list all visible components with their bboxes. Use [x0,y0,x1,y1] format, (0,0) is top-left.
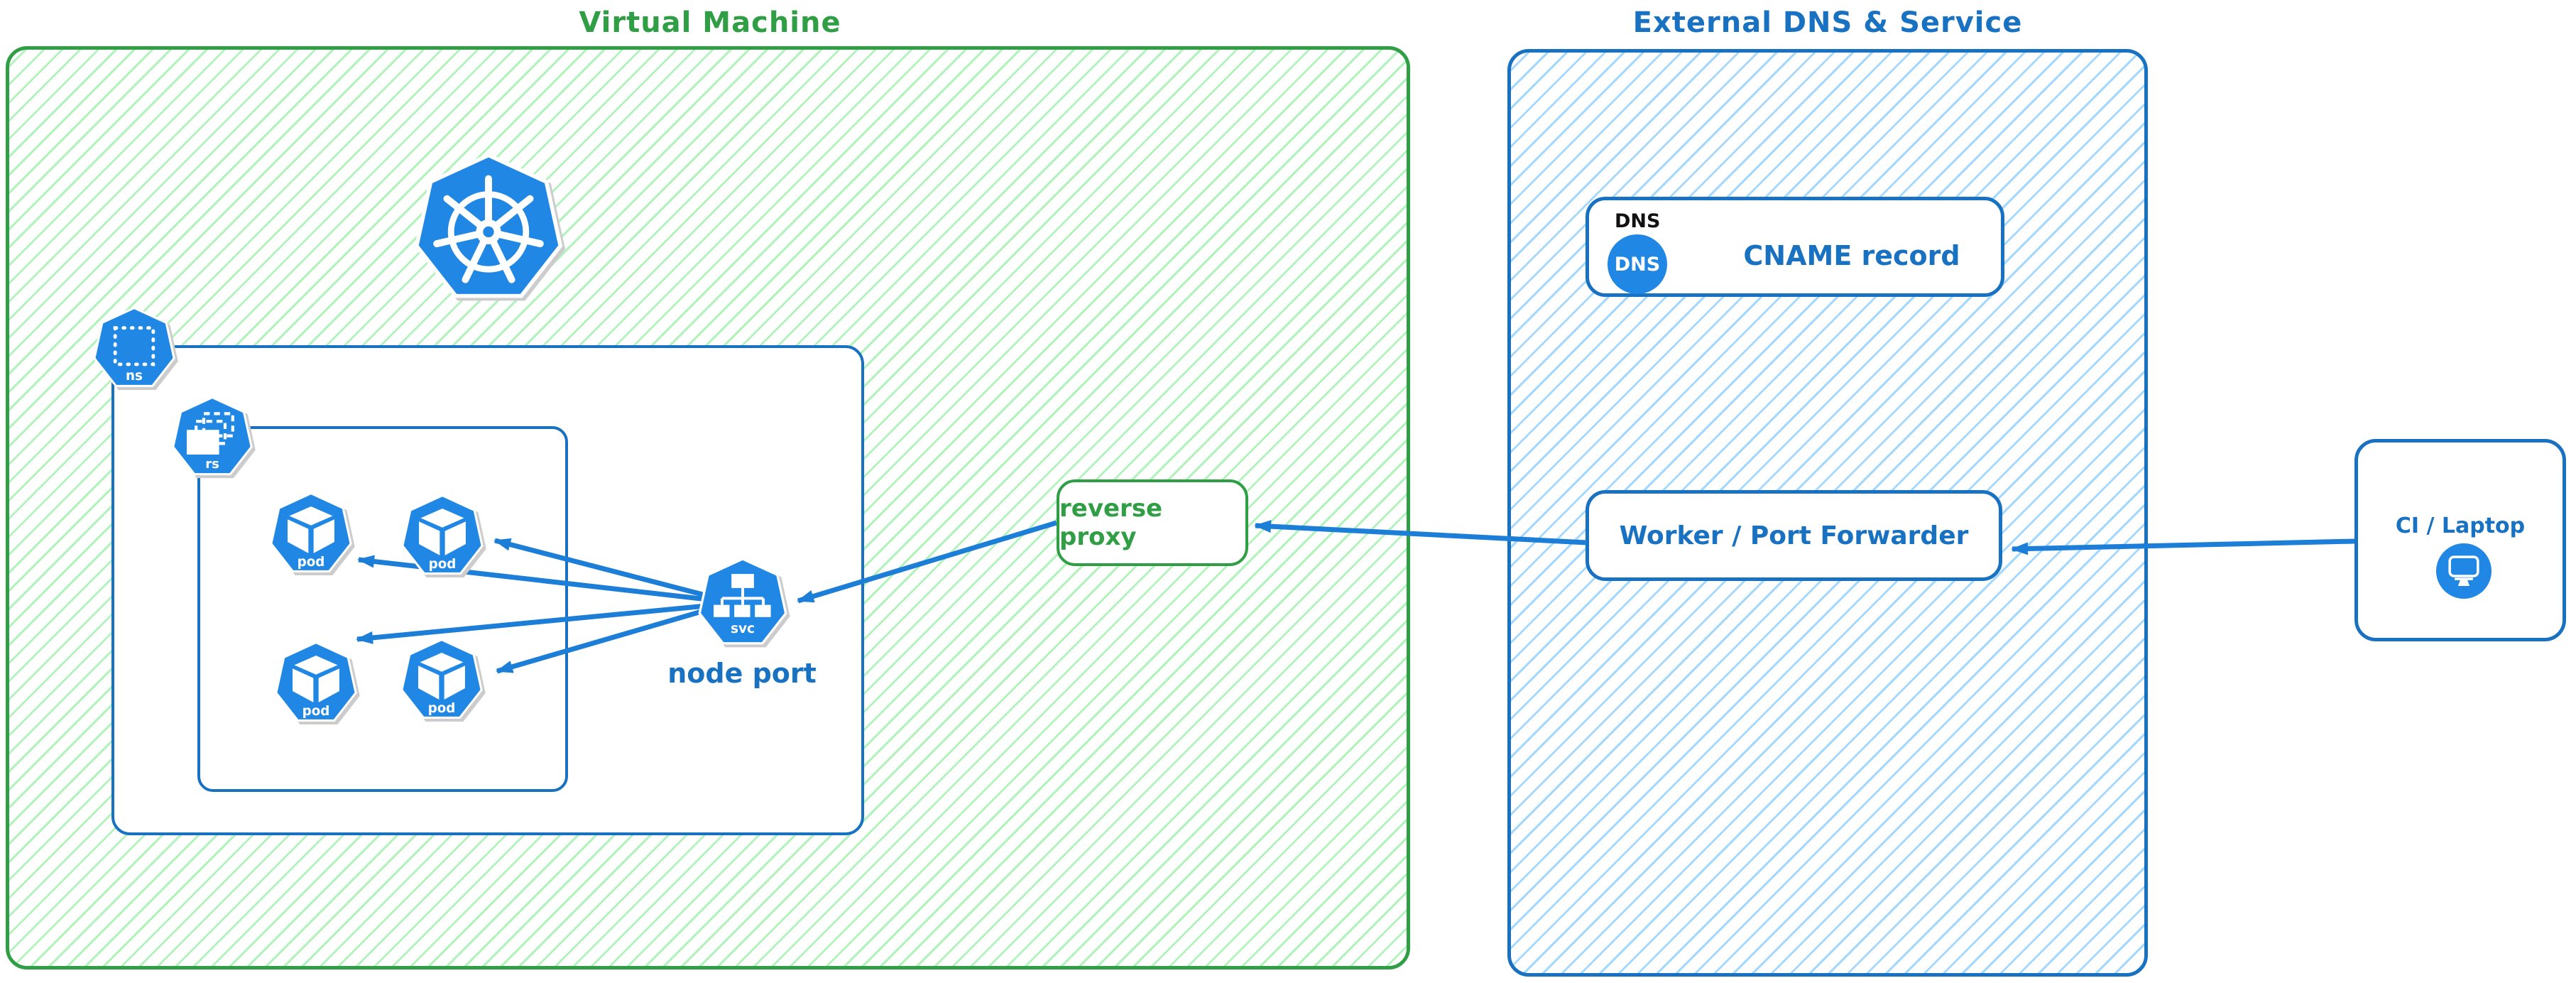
cname-record-label: CNAME record [1743,240,1960,271]
replicaset-badge-label: rs [205,457,219,472]
replicaset-icon: rs [170,395,255,480]
pod-badge-label: pod [298,555,325,570]
namespace-icon: ns [91,305,178,392]
pod-badge-label: pod [429,557,457,572]
virtual-machine-title: Virtual Machine [579,6,841,39]
ci-laptop-node: CI / Laptop [2354,439,2566,641]
dns-icon: DNS [1608,234,1667,294]
worker-port-forwarder-label: Worker / Port Forwarder [1619,521,1969,550]
pod-badge-label: pod [302,704,330,719]
monitor-icon [2436,543,2492,599]
node-port-caption: node port [667,658,817,689]
ci-laptop-label: CI / Laptop [2395,514,2526,538]
dns-card-tag: DNS [1615,210,1661,232]
worker-port-forwarder-node: Worker / Port Forwarder [1586,490,2002,581]
pod-icon: pod [268,491,354,577]
pod-icon: pod [399,493,486,580]
replicaset-box [197,426,568,792]
dns-icon-text: DNS [1614,253,1661,276]
service-badge-label: svc [731,621,755,636]
dns-card: DNS DNS CNAME record [1586,197,2004,297]
service-icon: svc [696,556,790,650]
reverse-proxy-node: reverse proxy [1057,479,1248,566]
pod-icon: pod [273,640,359,727]
namespace-badge-label: ns [126,369,143,384]
external-dns-service-title: External DNS & Service [1632,6,2023,39]
pod-badge-label: pod [428,701,456,716]
reverse-proxy-label: reverse proxy [1059,494,1163,551]
kubernetes-logo-icon [410,151,567,307]
pod-icon: pod [398,637,485,724]
